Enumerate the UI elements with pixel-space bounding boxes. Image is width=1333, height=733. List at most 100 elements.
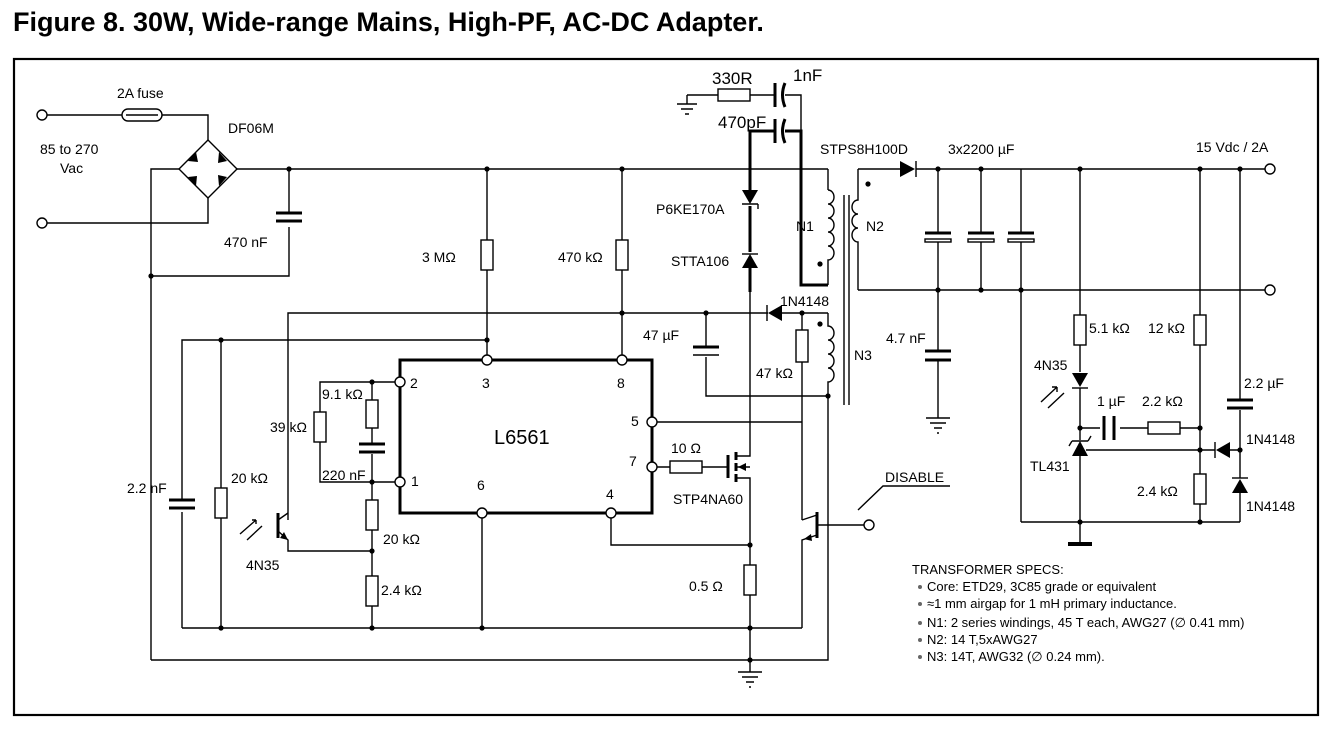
power-mosfet-stage: 10 Ω STP4NA60 0.5 Ω: [610, 292, 802, 628]
primary-ground: [151, 396, 829, 688]
pin-5: [646, 416, 658, 428]
l6561-ic: L6561 2 1 3 8 5 7 6 4: [394, 354, 658, 519]
snub-cap2-label: 470pF: [718, 113, 766, 132]
spec-item: Core: ETD29, 3C85 grade or equivalent: [927, 579, 1156, 594]
spec-item: N2: 14 T,5xAWG27: [927, 632, 1038, 647]
aux-supply: 1N4148 47 µF 47 kΩ: [287, 293, 831, 520]
pin-7: [646, 461, 658, 473]
r-start-label: 3 MΩ: [422, 249, 456, 265]
c47n-label: 4.7 nF: [886, 330, 926, 346]
resistor-2k4-sec: [1193, 473, 1207, 505]
diode-1n4148-b: [1232, 479, 1248, 493]
winding-n2: [851, 169, 859, 290]
input-cap-label: 470 nF: [224, 234, 268, 250]
diode-1n4148-a: [1216, 442, 1230, 458]
pin-4: [605, 507, 617, 519]
snub-diode-label: STTA106: [671, 253, 729, 269]
opto-primary-label: 4N35: [246, 557, 280, 573]
out-caps-label: 3x2200 µF: [948, 141, 1014, 157]
tvs-p6ke170a: [742, 190, 758, 204]
spec-item: N3: 14T, AWG32 (∅ 0.24 mm).: [927, 649, 1105, 664]
tl431: [1072, 441, 1088, 456]
diode-stta106: [742, 254, 758, 268]
pin-4-label: 4: [606, 486, 614, 502]
pin-3-label: 3: [482, 375, 490, 391]
resistor-2k2: [1147, 421, 1181, 435]
c47u-label: 47 µF: [643, 327, 679, 343]
d1-label: 1N4148: [1246, 431, 1295, 447]
ic-body: [398, 358, 654, 515]
output-caps: [924, 169, 1035, 522]
resistor-5k1: [1073, 314, 1087, 346]
r22k-label: 2.2 kΩ: [1142, 393, 1183, 409]
ac-terminal-bottom: [36, 217, 48, 229]
pin-8-label: 8: [617, 375, 625, 391]
aux-diode-label: 1N4148: [780, 293, 829, 309]
figure-title: Figure 8. 30W, Wide-range Mains, High-PF…: [13, 7, 764, 37]
pin-3: [481, 354, 493, 366]
resistor-20k-left: [214, 487, 228, 519]
bridge-rectifier: [178, 139, 238, 199]
input-section: 2A fuse 85 to 270 Vac DF06M 470 nF: [36, 85, 828, 660]
r91k-label: 9.1 kΩ: [322, 386, 363, 402]
diagram-frame: [12, 57, 1320, 717]
pin-1: [394, 476, 406, 488]
secondary-output: STPS8H100D 3x2200 µF 15 Vdc / 2A 4.7 nF: [820, 139, 1276, 522]
c220n-label: 220 nF: [322, 467, 366, 483]
r10-label: 10 Ω: [671, 440, 701, 456]
r20k-fb-label: 20 kΩ: [383, 531, 420, 547]
secondary-regulation: 5.1 kΩ 12 kΩ 4N35 1 µF 2.2 kΩ 2.2 µF 1N4…: [1021, 169, 1295, 546]
transformer: N1 N2 N3: [796, 169, 884, 405]
winding-n1: [827, 189, 835, 285]
feedback-network: 9.1 kΩ 39 kΩ 220 nF 20 kΩ 2.4 kΩ: [270, 379, 422, 628]
disable-terminal: [863, 519, 875, 531]
rsense-label: 0.5 Ω: [689, 578, 723, 594]
resistor-2k4-fb: [365, 575, 379, 607]
n2-label: N2: [866, 218, 884, 234]
mosfet-label: STP4NA60: [673, 491, 743, 507]
transformer-specs: TRANSFORMER SPECS: Core: ETD29, 3C85 gra…: [912, 562, 1244, 664]
n3-label: N3: [854, 347, 872, 363]
opto-led: [1072, 373, 1088, 387]
pin-8: [616, 354, 628, 366]
resistor-470k: [615, 239, 629, 271]
diode-stps8h100d: [900, 161, 915, 177]
opto-sec-label: 4N35: [1034, 357, 1068, 373]
resistor-47k: [795, 329, 809, 363]
r-mult-label: 470 kΩ: [558, 249, 603, 265]
r47k-label: 47 kΩ: [756, 365, 793, 381]
r39k-label: 39 kΩ: [270, 419, 307, 435]
snub-res-label: 330R: [712, 69, 753, 88]
r51k-label: 5.1 kΩ: [1089, 320, 1130, 336]
ic-name: L6561: [494, 427, 550, 449]
primary-optocoupler: 4N35: [239, 512, 372, 573]
disable-label: DISABLE: [885, 469, 944, 485]
resistor-330r: [717, 88, 751, 102]
left-rc: 2.2 nF 20 kΩ: [127, 337, 487, 628]
disable-stage: DISABLE: [801, 469, 950, 628]
resistor-0r5: [743, 564, 757, 596]
r24k-sec-label: 2.4 kΩ: [1137, 483, 1178, 499]
resistor-10r: [669, 460, 703, 474]
tvs-label: P6KE170A: [656, 201, 725, 217]
output-label: 15 Vdc / 2A: [1196, 139, 1269, 155]
winding-n3: [827, 313, 835, 396]
pin-1-label: 1: [411, 473, 419, 489]
resistor-9k1: [365, 399, 379, 429]
n1-label: N1: [796, 218, 814, 234]
output-terminal-neg: [1264, 284, 1276, 296]
resistor-12k: [1193, 314, 1207, 346]
pin-7-label: 7: [629, 453, 637, 469]
pin-6-label: 6: [477, 477, 485, 493]
r12k-label: 12 kΩ: [1148, 320, 1185, 336]
resistor-3m: [480, 239, 494, 271]
ac-terminal-top: [36, 109, 48, 121]
out-diode-label: STPS8H100D: [820, 141, 908, 157]
c22n-label: 2.2 nF: [127, 480, 167, 496]
spec-item: N1: 2 series windings, 45 T each, AWG27 …: [927, 615, 1244, 630]
bridge-label: DF06M: [228, 120, 274, 136]
d2-label: 1N4148: [1246, 498, 1295, 514]
snubber-network: 330R 1nF 470pF P6KE170A STTA106: [656, 66, 828, 292]
pin-2-label: 2: [410, 375, 418, 391]
